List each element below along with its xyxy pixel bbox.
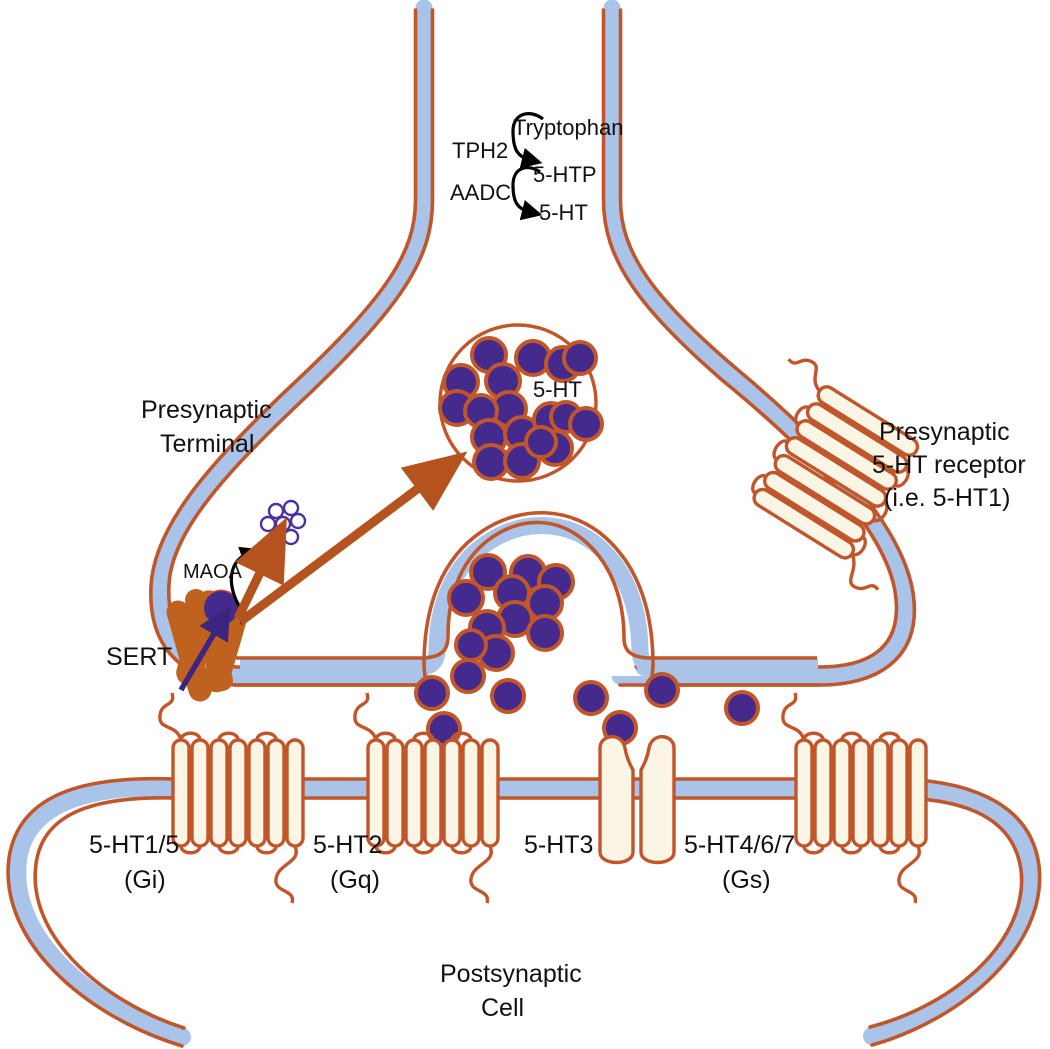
- presynaptic-terminal-label-line2: Terminal: [160, 430, 254, 458]
- vesicle-label: 5-HT: [533, 377, 582, 402]
- receptor-5ht1-5-name: 5-HT1/5: [89, 831, 179, 859]
- maoa-degradation-arrow: [233, 517, 287, 620]
- postsynaptic-cell-label-line2: Cell: [481, 994, 524, 1022]
- postsynaptic-cell-label-line1: Postsynaptic: [440, 960, 582, 988]
- receptor-5ht4-6-7-name: 5-HT4/6/7: [684, 831, 795, 859]
- presynaptic-5ht-receptor[interactable]: [705, 351, 962, 599]
- tph2-arrow: [511, 130, 543, 169]
- synthesis-pathway: TPH2 AADC Tryptophan 5-HTP 5-HT: [450, 112, 623, 225]
- vesicle-recycling-arrow: [237, 451, 468, 626]
- receptor-5ht3-name: 5-HT3: [524, 831, 593, 859]
- receptor-5ht2-gprotein: (Gq): [330, 866, 380, 894]
- maoa-label: MAOA: [183, 561, 243, 583]
- presynaptic-terminal-label-line1: Presynaptic: [141, 396, 272, 424]
- tph2-curve-top: [511, 112, 544, 132]
- receptor-5ht1-5[interactable]: [158, 692, 305, 904]
- receptor-5ht4-6-7[interactable]: [781, 692, 928, 904]
- receptor-5ht1-5-gprotein: (Gi): [124, 866, 166, 894]
- sert-label: SERT: [106, 643, 172, 671]
- intermediate-5htp-label: 5-HTP: [533, 162, 597, 187]
- substrate-tryptophan-label: Tryptophan: [513, 115, 623, 140]
- fused-vesicle-serotonin-molecules: [447, 553, 575, 672]
- receptor-5ht3[interactable]: [598, 735, 676, 865]
- receptor-5ht2[interactable]: [353, 692, 500, 904]
- receptor-5ht4-6-7-gprotein: (Gs): [722, 866, 771, 894]
- receptor-5ht2-name: 5-HT2: [313, 831, 382, 859]
- sert-transporter[interactable]: [166, 587, 252, 702]
- aadc-curve-top: [511, 166, 541, 186]
- presynaptic-receptor-label-line2: 5-HT receptor: [872, 451, 1026, 479]
- presynaptic-receptor-label-line3: (i.e. 5-HT1): [884, 484, 1010, 512]
- sert-uptake-arrow: [178, 605, 231, 692]
- enzyme-tph2-label: TPH2: [452, 138, 508, 163]
- aadc-arrow: [511, 184, 543, 221]
- vesicle-serotonin-molecules: [438, 336, 604, 481]
- product-5ht-label: 5-HT: [539, 200, 588, 225]
- enzyme-aadc-label: AADC: [450, 180, 511, 205]
- presynaptic-receptor-label-line1: Presynaptic: [879, 418, 1010, 446]
